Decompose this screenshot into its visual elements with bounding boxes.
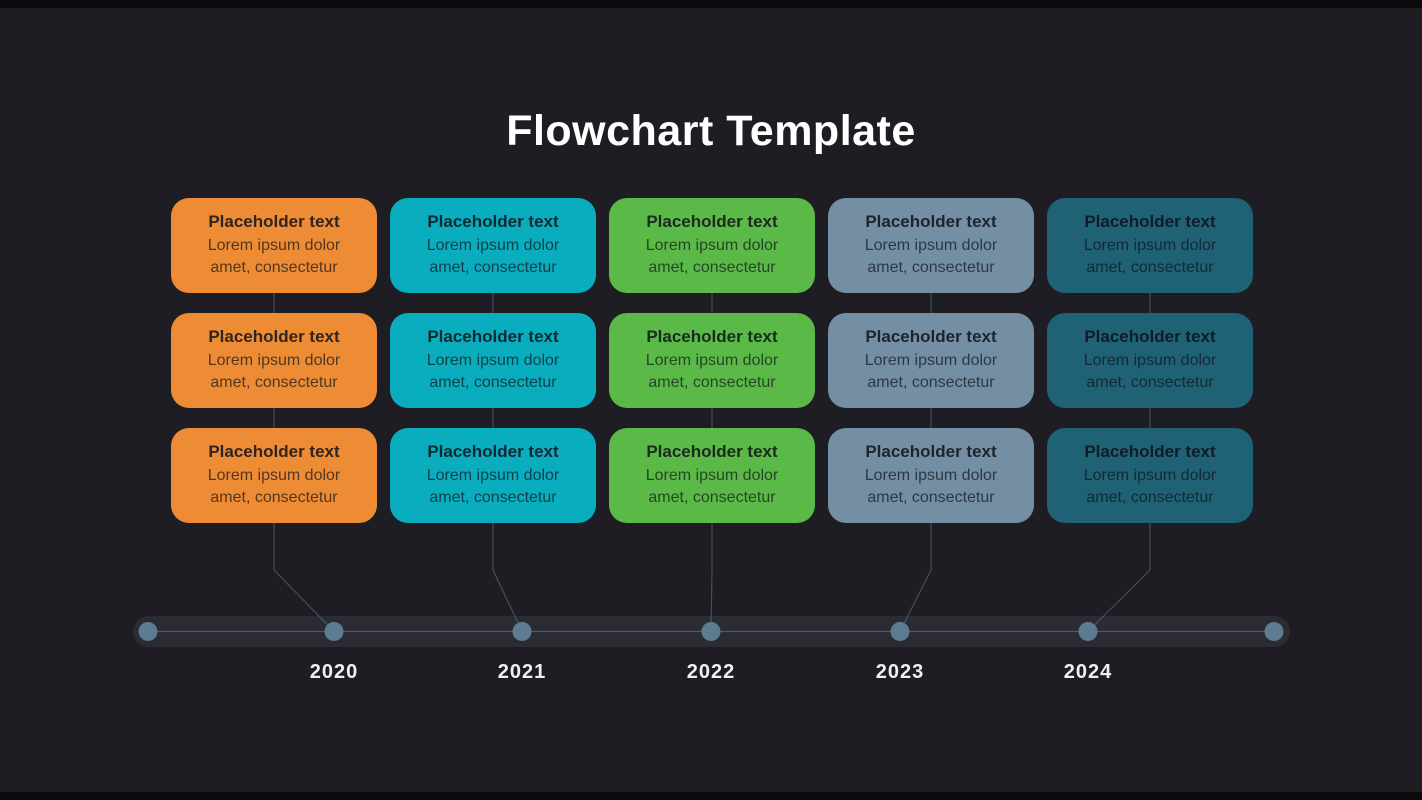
card-title: Placeholder text bbox=[427, 442, 559, 461]
card-title: Placeholder text bbox=[646, 212, 778, 231]
card-title: Placeholder text bbox=[1084, 327, 1216, 346]
timeline-dot-2022 bbox=[701, 622, 721, 641]
slide-title: Flowchart Template bbox=[506, 107, 916, 155]
letterbox-top bbox=[0, 0, 1422, 8]
card-title: Placeholder text bbox=[1084, 442, 1216, 461]
timeline-start-dot bbox=[138, 622, 158, 641]
card-title: Placeholder text bbox=[208, 212, 340, 231]
card-title: Placeholder text bbox=[208, 327, 340, 346]
card-title: Placeholder text bbox=[646, 327, 778, 346]
year-label-2020: 2020 bbox=[309, 661, 359, 683]
year-label-2023: 2023 bbox=[875, 661, 925, 683]
card-title: Placeholder text bbox=[1084, 212, 1216, 231]
timeline-dot-2023 bbox=[890, 622, 910, 641]
timeline-dot-2021 bbox=[512, 622, 532, 641]
card-title: Placeholder text bbox=[865, 212, 997, 231]
card-title: Placeholder text bbox=[865, 327, 997, 346]
letterbox-bottom bbox=[0, 792, 1422, 800]
year-label-2024: 2024 bbox=[1063, 661, 1113, 683]
card-title: Placeholder text bbox=[427, 212, 559, 231]
card-title: Placeholder text bbox=[646, 442, 778, 461]
timeline-dot-2024 bbox=[1078, 622, 1098, 641]
card-title: Placeholder text bbox=[208, 442, 340, 461]
timeline-end-dot bbox=[1264, 622, 1284, 641]
timeline-dot-2020 bbox=[324, 622, 344, 641]
card-title: Placeholder text bbox=[865, 442, 997, 461]
year-label-2022: 2022 bbox=[686, 661, 736, 683]
slide-canvas: Flowchart Template Placeholder text bbox=[0, 8, 1422, 792]
year-label-2021: 2021 bbox=[497, 661, 547, 683]
card-title: Placeholder text bbox=[427, 327, 559, 346]
